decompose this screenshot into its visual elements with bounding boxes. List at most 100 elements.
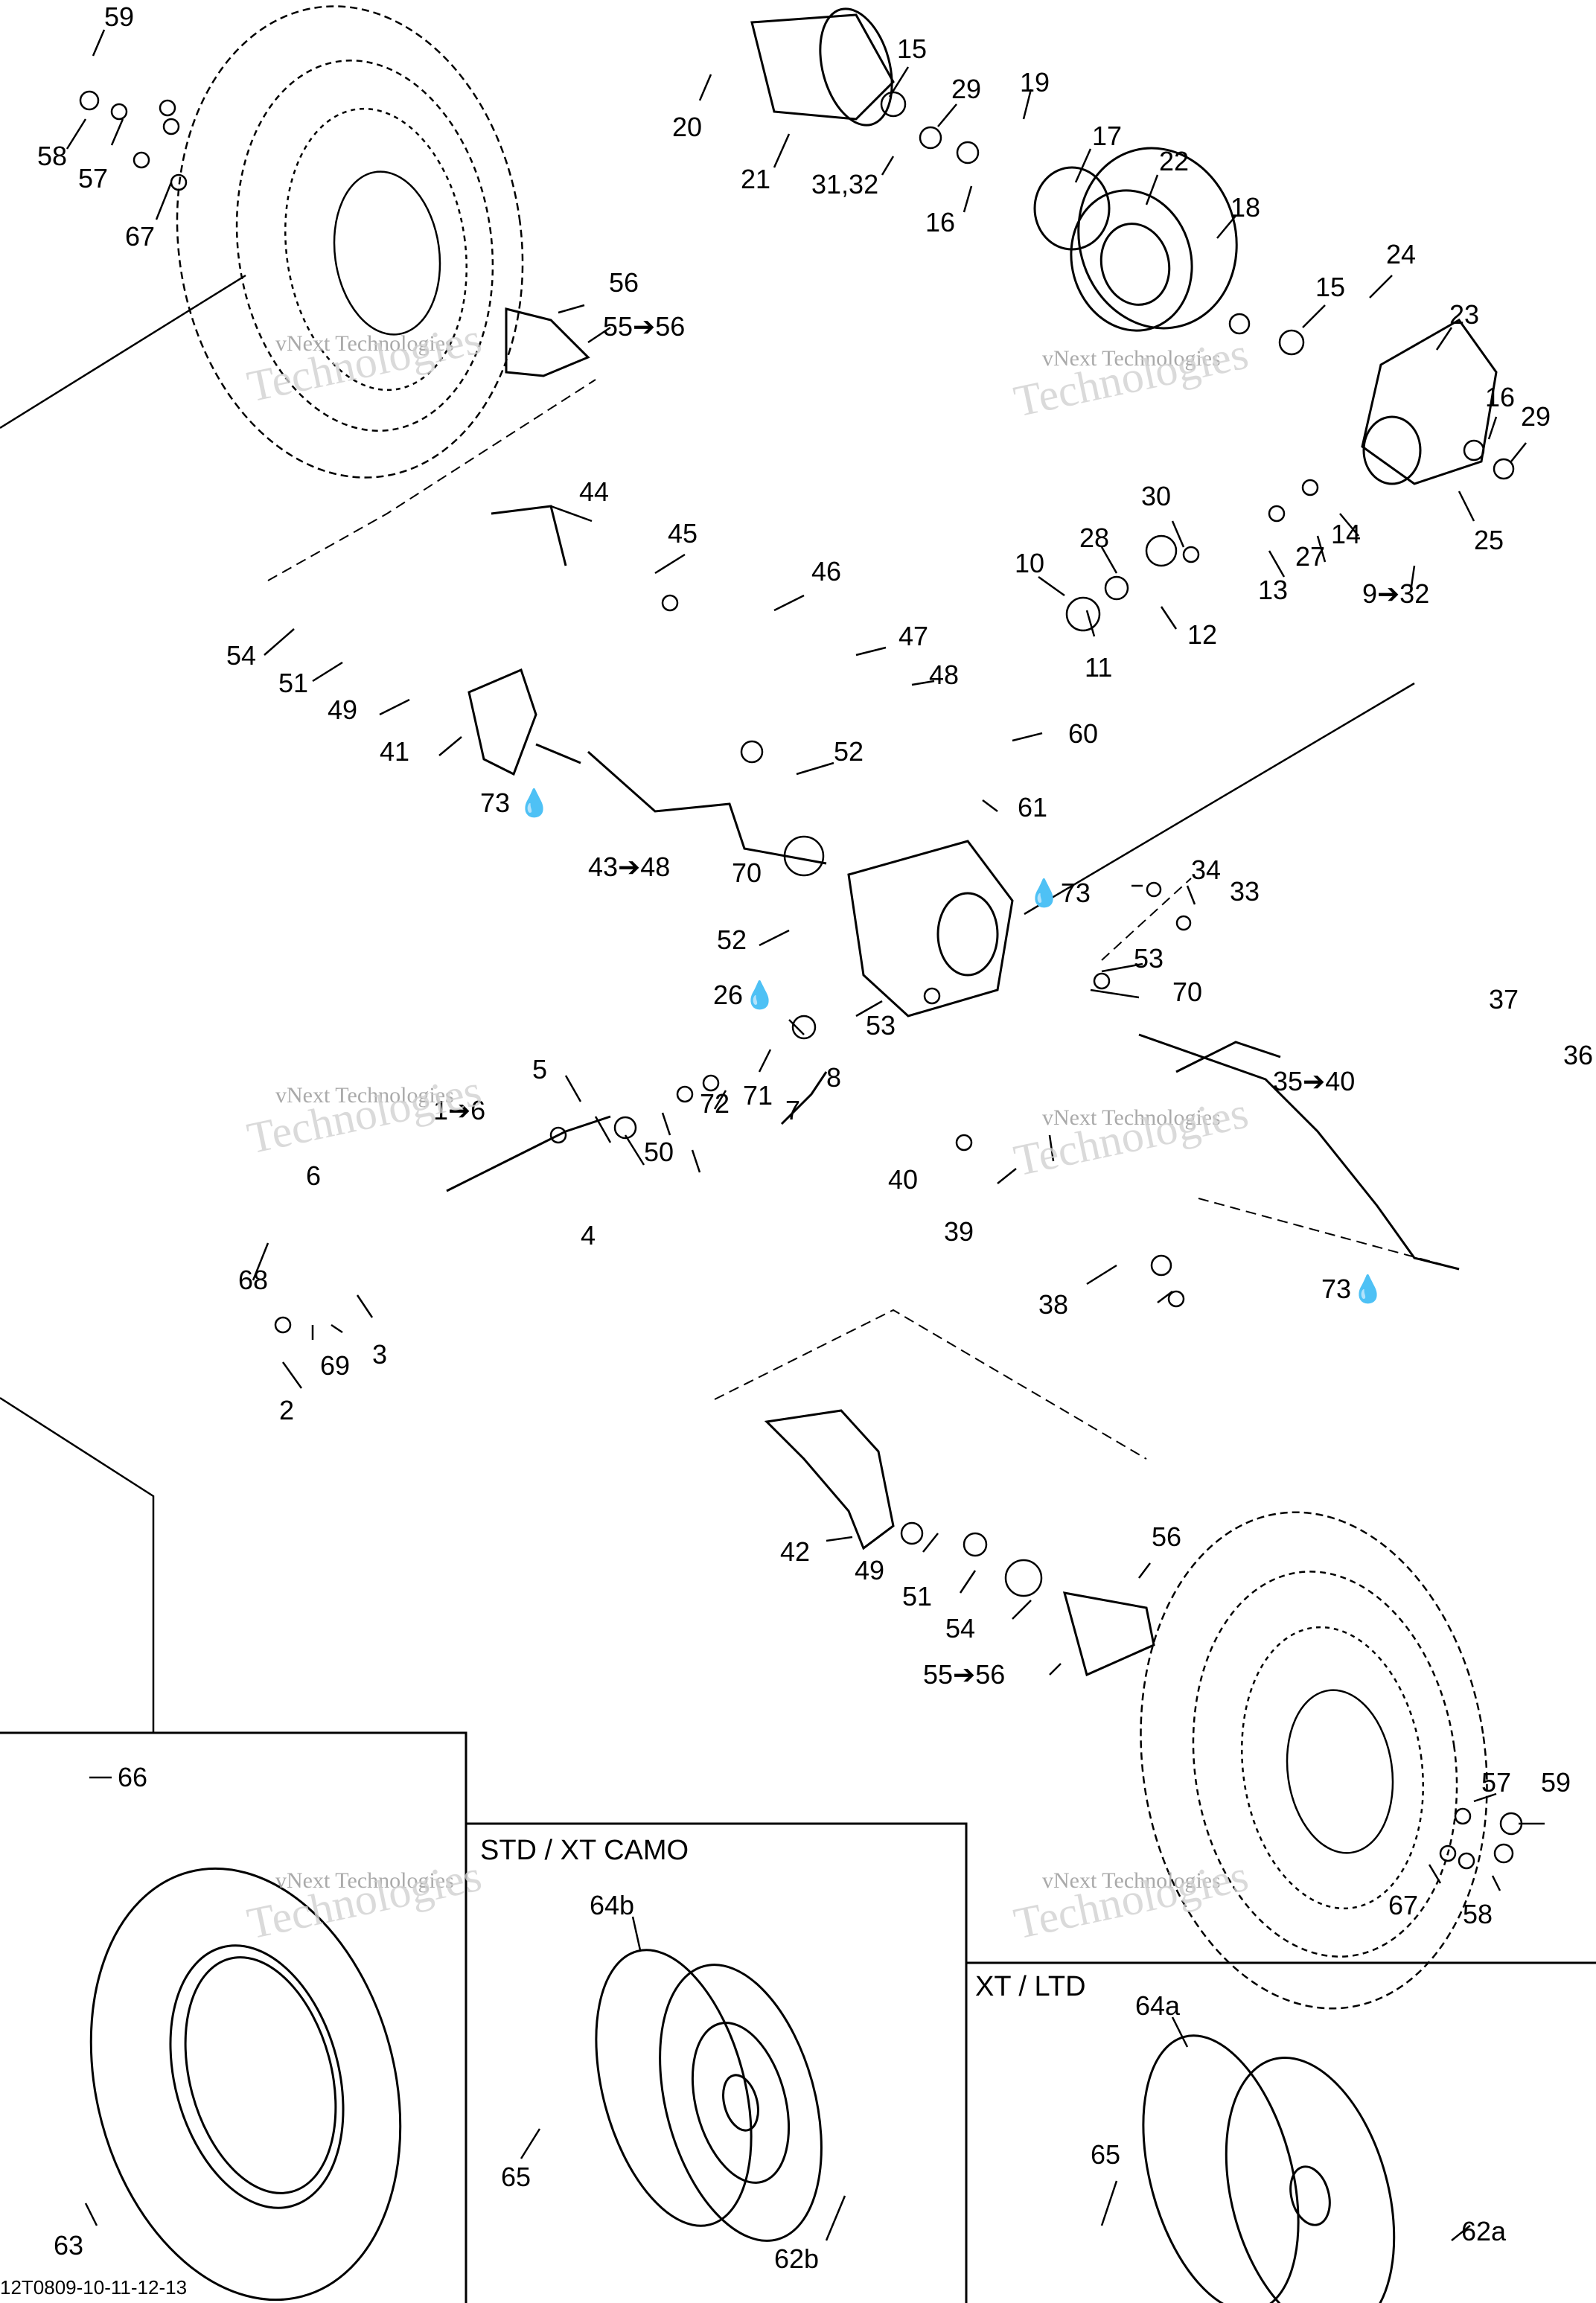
- callout-53b: 53: [866, 1010, 896, 1041]
- callout-63: 63: [54, 2230, 84, 2261]
- knuckle-right: [764, 1409, 895, 1550]
- callout-24: 24: [1386, 239, 1417, 269]
- callout-68: 68: [238, 1265, 269, 1295]
- callout-5: 5: [532, 1054, 548, 1085]
- callout-37: 37: [1489, 984, 1519, 1015]
- callout-1-6: 1➔6: [433, 1095, 486, 1125]
- callout-41: 41: [380, 736, 410, 767]
- callout-49: 49: [328, 694, 358, 725]
- callout-61: 61: [1018, 792, 1048, 822]
- callout-55-56: 55➔56: [603, 311, 686, 342]
- callout-64b: 64b: [590, 1890, 635, 1920]
- callout-13: 13: [1258, 575, 1289, 605]
- callout-51: 51: [278, 668, 309, 698]
- callout-58: 58: [37, 141, 68, 171]
- ring-gear-assembly: [1033, 166, 1111, 251]
- callout-43-48: 43➔48: [588, 852, 671, 882]
- std-section-box: [466, 1822, 968, 2303]
- callout-60: 60: [1068, 718, 1099, 749]
- o-ring: [1077, 147, 1238, 330]
- drawing-code: 12T0809-10-11-12-13: [0, 2276, 188, 2299]
- tire: [89, 1867, 402, 2302]
- callout-38: 38: [1038, 1289, 1069, 1320]
- callout-28: 28: [1079, 523, 1110, 553]
- hub-left: [505, 307, 590, 377]
- differential-bore: [936, 892, 999, 977]
- callout-51b: 51: [902, 1581, 933, 1612]
- callout-25: 25: [1474, 525, 1504, 555]
- callout-54: 54: [226, 640, 257, 671]
- callout-46: 46: [811, 556, 842, 587]
- callout-10: 10: [1015, 548, 1045, 578]
- callout-44: 44: [579, 476, 610, 507]
- callout-73: 73 💧: [480, 788, 551, 818]
- callout-73c: 73💧: [1321, 1274, 1385, 1304]
- callout-71: 71: [743, 1080, 773, 1111]
- callout-12: 12: [1187, 619, 1218, 650]
- callout-26: 26💧: [713, 980, 776, 1010]
- callout-19: 19: [1020, 67, 1050, 98]
- callout-53: 53: [1134, 943, 1164, 974]
- callout-4: 4: [581, 1220, 596, 1250]
- callout-42: 42: [780, 1536, 811, 1567]
- rear-wheel-right: [1140, 1511, 1488, 2010]
- callout-59: 59: [104, 1, 135, 32]
- hub-right: [1062, 1591, 1155, 1677]
- callout-73b: 💧73: [1027, 878, 1091, 908]
- callout-65: 65: [501, 2162, 532, 2192]
- callout-52: 52: [834, 736, 864, 767]
- callout-11: 11: [1085, 652, 1113, 683]
- differential-housing: [847, 840, 1014, 1018]
- callout-9-32: 9➔32: [1362, 578, 1430, 609]
- callout-69: 69: [320, 1350, 351, 1381]
- callout-15: 15: [897, 33, 928, 64]
- callout-33: 33: [1230, 876, 1260, 907]
- callout-3: 3: [372, 1339, 388, 1370]
- callout-23: 23: [1449, 299, 1480, 330]
- callout-39: 39: [944, 1216, 974, 1247]
- callout-70b: 70: [1172, 977, 1203, 1007]
- callout-6: 6: [306, 1160, 322, 1191]
- callout-34: 34: [1191, 855, 1222, 885]
- callout-48: 48: [929, 659, 960, 690]
- callout-30: 30: [1141, 481, 1172, 511]
- callout-67: 67: [125, 221, 156, 252]
- callout-31-32: 31,32: [811, 169, 879, 199]
- callout-36: 36: [1563, 1040, 1594, 1070]
- callout-2: 2: [279, 1395, 295, 1425]
- callout-29b: 29: [1521, 401, 1551, 432]
- callout-18: 18: [1230, 192, 1261, 223]
- callout-49b: 49: [855, 1555, 885, 1585]
- section-title-xt: XT / LTD: [975, 1971, 1086, 2002]
- knuckle-left: [467, 668, 537, 776]
- rear-wheel-left: [176, 5, 524, 479]
- gear-housing: [1361, 319, 1498, 485]
- callout-17: 17: [1092, 121, 1123, 151]
- ring-gear: [1070, 189, 1193, 332]
- callout-22: 22: [1159, 146, 1190, 176]
- callout-72: 72: [700, 1088, 730, 1119]
- callout-65b: 65: [1091, 2139, 1121, 2170]
- callout-35-40: 35➔40: [1273, 1066, 1356, 1096]
- section-title-std: STD / XT CAMO: [480, 1835, 689, 1866]
- tire-section-box: [0, 1731, 467, 2303]
- callout-52b: 52: [717, 924, 747, 955]
- callout-40: 40: [888, 1164, 919, 1195]
- alloy-rim: [1142, 2034, 1396, 2303]
- callout-45: 45: [668, 518, 698, 549]
- callout-59b: 59: [1541, 1767, 1571, 1798]
- callout-15b: 15: [1315, 272, 1346, 302]
- callout-64a: 64a: [1135, 1990, 1181, 2021]
- differential-cover-top: [750, 13, 895, 121]
- callout-56: 56: [609, 267, 639, 298]
- callout-50: 50: [644, 1137, 674, 1167]
- callout-57: 57: [78, 163, 109, 194]
- callout-27: 27: [1295, 541, 1326, 572]
- callout-67b: 67: [1388, 1890, 1419, 1920]
- callout-16b: 16: [1485, 382, 1516, 412]
